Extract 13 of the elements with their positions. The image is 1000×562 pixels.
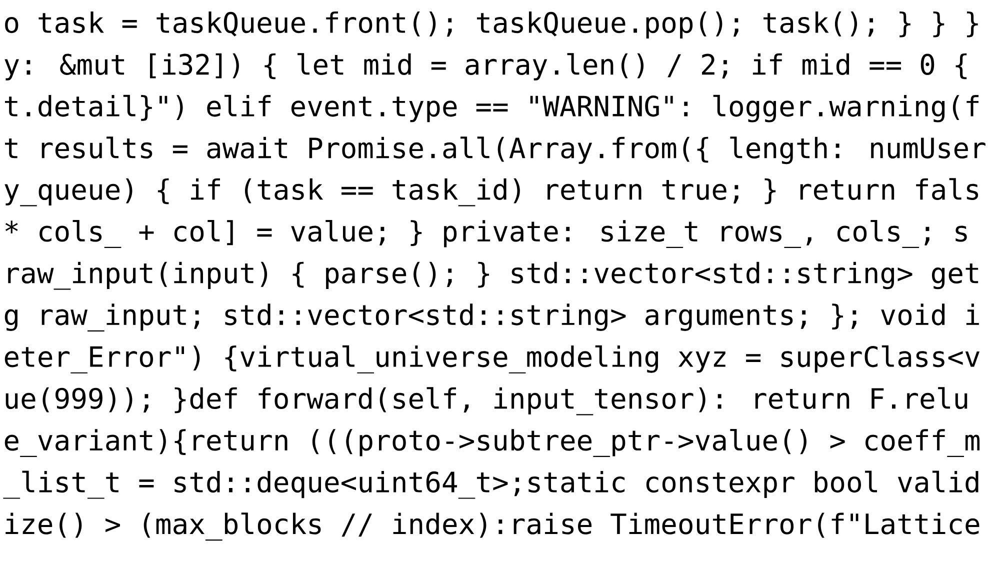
code-line: y_queue) { if (task == task_id) return true; } return fals	[4, 178, 978, 206]
code-line: y: &mut [i32]) { let mid = array.len() / 2; if mid == 0 {	[4, 53, 967, 80]
code-line: g raw_input; std::vector<std::string> arguments; }; void i	[4, 304, 979, 332]
code-line: e_variant){return (((proto->subtree_ptr->value() > coeff_m	[4, 428, 980, 457]
code-line: ize() > (max_blocks // index):raise TimeoutError(f"Lattice	[6, 512, 980, 541]
code-line: * cols_ + col] = value; } private: size_t rows_, cols_; s	[5, 220, 967, 248]
code-line: ue(999)); }def forward(self, input_tensor): return F.relu	[6, 387, 968, 416]
code-line: t results = await Promise.all(Array.from({ length: numUser	[5, 136, 986, 164]
code-line: t.detail}") elif event.type == "WARNING": logger.warning(f	[5, 94, 979, 122]
code-line: o task = taskQueue.front(); taskQueue.pop(); task(); } } }	[5, 11, 978, 39]
code-line: eter_Error") {virtual_universe_modeling xyz = superClass<v	[4, 345, 980, 374]
code-line: _list_t = std::deque<uint64_t>;static constexpr bool valid	[3, 470, 978, 499]
code-line: raw_input(input) { parse(); } std::vector<std::string> get	[8, 262, 978, 290]
